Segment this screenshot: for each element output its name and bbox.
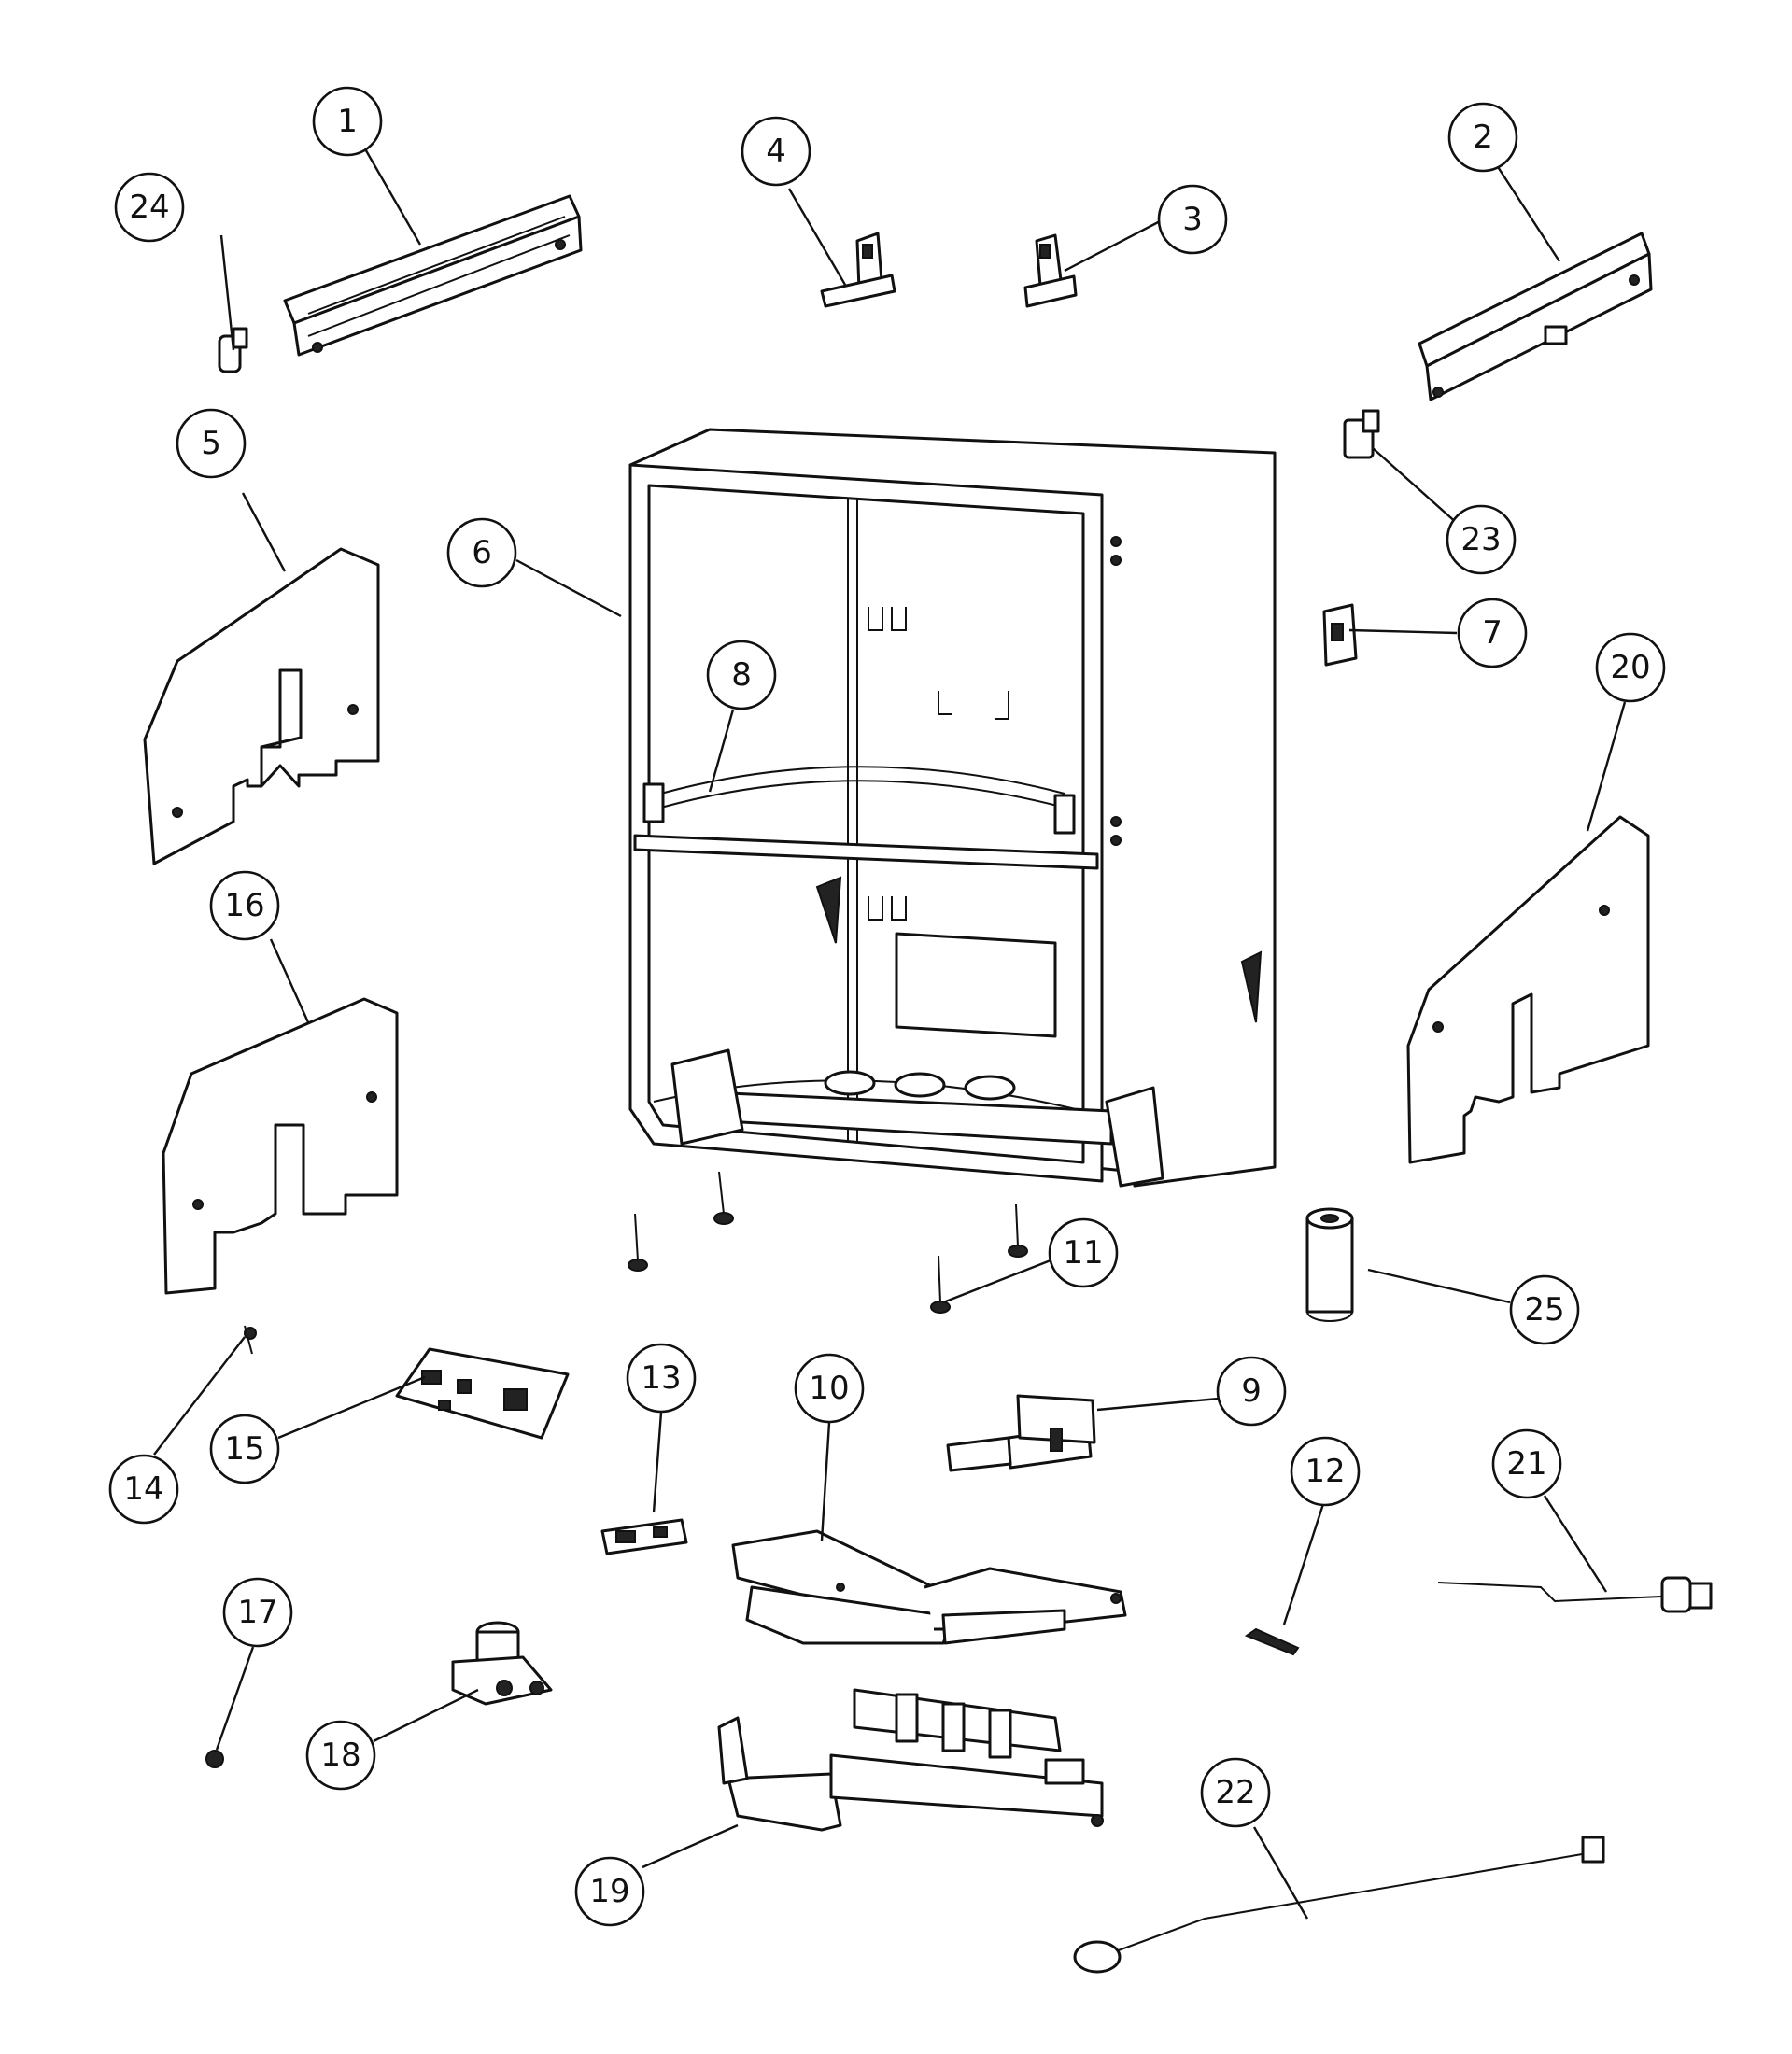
svg-text:10: 10 <box>809 1370 849 1407</box>
part-control-board <box>395 1347 570 1440</box>
part-knob-17 <box>205 1750 224 1768</box>
part-cylinder-25 <box>1305 1207 1354 1322</box>
part-bracket-9 <box>946 1394 1096 1472</box>
svg-text:8: 8 <box>731 656 752 694</box>
callout-15: 15 <box>209 1414 280 1484</box>
svg-text:22: 22 <box>1215 1774 1255 1811</box>
part-switch-13 <box>600 1518 688 1555</box>
svg-text:11: 11 <box>1063 1234 1103 1272</box>
part-lever-12 <box>1244 1627 1300 1656</box>
callout-22: 22 <box>1200 1757 1271 1828</box>
part-bracket-7 <box>1322 603 1358 667</box>
part-rail-left <box>283 194 583 357</box>
callout-5: 5 <box>176 408 247 479</box>
svg-text:2: 2 <box>1473 119 1493 156</box>
svg-text:25: 25 <box>1524 1291 1564 1329</box>
callout-14: 14 <box>108 1454 179 1525</box>
callout-19: 19 <box>574 1856 645 1927</box>
callout-4: 4 <box>741 116 811 187</box>
callout-25: 25 <box>1509 1274 1580 1345</box>
callout-21: 21 <box>1491 1428 1562 1499</box>
callout-6: 6 <box>446 517 517 588</box>
svg-text:3: 3 <box>1182 201 1203 238</box>
callout-24: 24 <box>114 172 185 243</box>
callout-16: 16 <box>209 870 280 941</box>
part-base-pan <box>731 1529 1127 1645</box>
svg-text:1: 1 <box>337 103 358 140</box>
svg-text:14: 14 <box>123 1470 163 1508</box>
svg-text:23: 23 <box>1460 521 1501 558</box>
callout-3: 3 <box>1157 184 1228 255</box>
svg-text:17: 17 <box>237 1594 277 1631</box>
callout-13: 13 <box>626 1343 697 1414</box>
callout-1: 1 <box>312 86 383 157</box>
part-clip-24 <box>218 327 248 373</box>
callout-23: 23 <box>1446 504 1517 575</box>
callout-2: 2 <box>1447 102 1518 173</box>
part-base-frame <box>717 1688 1104 1832</box>
svg-text:24: 24 <box>129 189 169 226</box>
leader-lines <box>153 127 1627 1920</box>
svg-text:18: 18 <box>320 1737 360 1774</box>
callout-18: 18 <box>305 1720 376 1791</box>
svg-text:19: 19 <box>589 1873 629 1910</box>
svg-text:12: 12 <box>1305 1453 1345 1490</box>
part-bracket-4 <box>820 232 896 308</box>
svg-text:4: 4 <box>766 133 786 170</box>
callout-8: 8 <box>706 640 777 710</box>
svg-text:15: 15 <box>224 1430 264 1468</box>
part-valve-18 <box>451 1621 553 1706</box>
svg-text:21: 21 <box>1506 1445 1546 1483</box>
part-bracket-3 <box>1023 233 1078 308</box>
part-panel-5 <box>143 547 380 865</box>
part-screws-11 <box>628 1171 1028 1314</box>
svg-text:7: 7 <box>1482 614 1503 652</box>
part-screw-14 <box>244 1325 257 1355</box>
svg-text:9: 9 <box>1241 1372 1262 1410</box>
callout-11: 11 <box>1048 1217 1119 1288</box>
svg-text:13: 13 <box>641 1359 681 1397</box>
part-clip-23 <box>1343 409 1380 459</box>
part-tub-frame <box>628 428 1277 1188</box>
part-cord-22 <box>1073 1836 1605 1974</box>
callout-10: 10 <box>794 1353 865 1424</box>
svg-text:20: 20 <box>1610 649 1650 686</box>
part-rail-right <box>1418 232 1653 401</box>
part-hose-21 <box>1437 1576 1713 1613</box>
svg-text:6: 6 <box>472 534 492 571</box>
callout-9: 9 <box>1216 1356 1287 1427</box>
svg-text:5: 5 <box>201 425 221 462</box>
part-panel-20 <box>1406 815 1650 1164</box>
part-panel-16 <box>162 997 399 1295</box>
svg-text:16: 16 <box>224 887 264 924</box>
callout-12: 12 <box>1290 1436 1361 1507</box>
callout-20: 20 <box>1595 632 1666 703</box>
callout-17: 17 <box>222 1577 293 1648</box>
callout-7: 7 <box>1457 598 1528 668</box>
